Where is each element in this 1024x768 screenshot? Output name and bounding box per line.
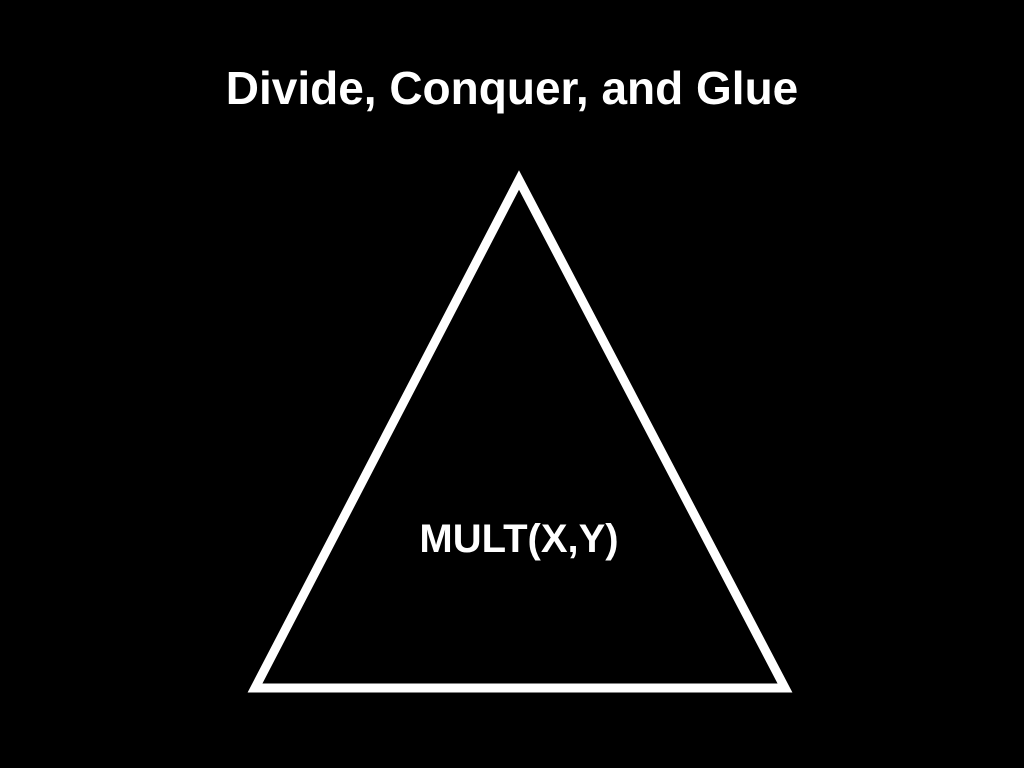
triangle-label: MULT(X,Y) [419,517,619,561]
slide-title: Divide, Conquer, and Glue [225,62,799,114]
problem-triangle [247,170,793,693]
